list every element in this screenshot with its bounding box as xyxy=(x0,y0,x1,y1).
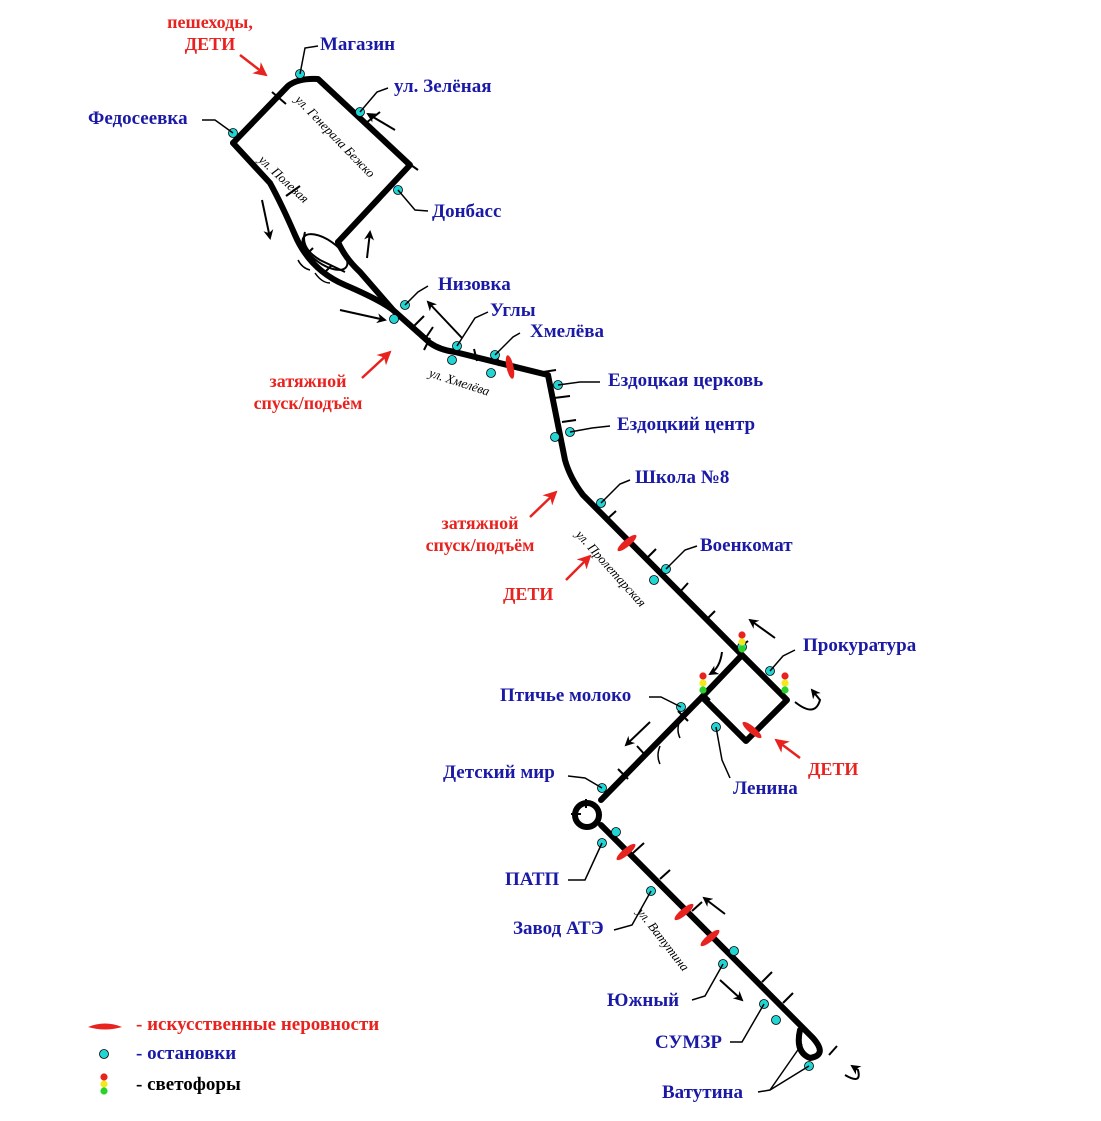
stop-shkola8: Школа №8 xyxy=(635,467,730,488)
speed-hump xyxy=(700,929,720,947)
tick-mark xyxy=(617,768,629,780)
speed-hump xyxy=(617,534,637,552)
speed-humps xyxy=(505,355,762,947)
warning-descent-2: затяжной спуск/подъём xyxy=(410,512,550,556)
traffic-light xyxy=(738,631,746,653)
stop-vatutina: Ватутина xyxy=(662,1082,743,1103)
tick-mark xyxy=(782,992,794,1004)
stop-donbass: Донбасс xyxy=(432,201,502,222)
stop-sumzr: СУМЗР xyxy=(655,1032,722,1053)
tick-mark xyxy=(542,369,557,373)
stop-lenina: Ленина xyxy=(733,778,798,799)
tick-mark xyxy=(636,745,647,757)
stop-ptichye-moloko: Птичье молоко xyxy=(500,685,632,706)
stop-ezdotskiy-tsentr: Ездоцкий центр xyxy=(617,414,756,435)
warning-descent-2-line1: затяжной xyxy=(441,513,519,533)
warning-arrows xyxy=(239,54,801,759)
tick-mark xyxy=(424,326,434,340)
stop-dot xyxy=(486,368,496,378)
intersection-ticks xyxy=(271,91,838,1056)
tick-mark xyxy=(678,582,689,594)
tick-mark xyxy=(561,419,577,423)
tick-mark xyxy=(659,869,671,880)
stop-prokuratura: Прокуратура xyxy=(803,635,917,656)
stop-dot xyxy=(771,1015,781,1025)
route-line xyxy=(230,75,823,1061)
tick-mark xyxy=(705,610,716,621)
stop-magazin: Магазин xyxy=(320,34,396,55)
legend-light-icon xyxy=(100,1073,108,1095)
traffic-lights xyxy=(699,631,789,694)
tick-mark xyxy=(285,185,301,197)
stop-nizovka: Низовка xyxy=(438,274,511,295)
light-green xyxy=(738,645,746,653)
stop-zavod-ate: Завод АТЭ xyxy=(513,918,604,939)
tick-mark xyxy=(412,315,425,328)
legend-stops: - остановки xyxy=(136,1043,237,1064)
stop-dot xyxy=(550,432,560,442)
warning-children-2: ДЕТИ xyxy=(808,759,859,779)
stop-patp: ПАТП xyxy=(505,869,560,890)
traffic-light xyxy=(699,672,707,694)
light-green xyxy=(781,686,789,694)
light-yellow xyxy=(699,679,707,687)
tick-mark xyxy=(604,510,617,522)
warning-pedestrians: пешеходы, ДЕТИ xyxy=(145,11,275,55)
speed-hump xyxy=(742,721,762,739)
legend-humps: - искусственные неровности xyxy=(136,1014,380,1035)
tick-mark xyxy=(761,971,773,983)
warning-descent-2-line2: спуск/подъём xyxy=(425,535,535,555)
traffic-light xyxy=(781,672,789,694)
legend-stop-icon xyxy=(99,1049,109,1059)
light-red xyxy=(738,631,746,639)
tick-mark xyxy=(304,247,314,257)
light-yellow xyxy=(781,679,789,687)
stop-detskiy-mir: Детский мир xyxy=(443,762,555,783)
stop-ugly: Углы xyxy=(490,300,536,321)
tick-mark xyxy=(645,548,657,560)
warning-descent-1-line2: спуск/подъём xyxy=(253,393,363,413)
speed-hump xyxy=(674,903,694,921)
stop-voenkomat: Военкомат xyxy=(700,535,793,556)
stop-dot xyxy=(611,827,621,837)
tick-mark xyxy=(677,710,689,722)
stop-zelenaya: ул. Зелёная xyxy=(394,76,492,97)
light-yellow xyxy=(738,638,746,646)
legend-hump-icon xyxy=(88,1023,122,1030)
stop-dot xyxy=(649,575,659,585)
tick-mark xyxy=(271,91,287,105)
tick-mark xyxy=(778,691,790,703)
warning-pedestrians-line1: пешеходы, xyxy=(167,12,253,32)
tick-mark xyxy=(632,842,645,854)
speed-hump xyxy=(505,355,515,379)
warning-descent-1: затяжной спуск/подъём xyxy=(238,370,378,414)
bracket-marks xyxy=(297,259,681,765)
stop-dot xyxy=(447,355,457,365)
stop-yuzhny: Южный xyxy=(607,990,680,1011)
stop-dot xyxy=(389,314,399,324)
stop-dot xyxy=(729,946,739,956)
stop-ezdotskaya-tserkov: Ездоцкая церковь xyxy=(608,370,764,391)
tick-mark xyxy=(691,901,703,912)
tick-mark xyxy=(828,1045,838,1056)
warning-children-1: ДЕТИ xyxy=(503,584,554,604)
legend-lights: - светофоры xyxy=(136,1074,241,1095)
tick-mark xyxy=(403,159,419,171)
warning-pedestrians-line2: ДЕТИ xyxy=(184,34,236,54)
stop-fedoseevka: Федосеевка xyxy=(88,108,188,129)
light-red xyxy=(699,672,707,680)
tick-mark xyxy=(553,395,571,399)
stop-khmeleva: Хмелёва xyxy=(530,321,604,342)
speed-hump xyxy=(616,843,636,861)
direction-arrows xyxy=(261,112,862,1080)
light-green xyxy=(699,686,707,694)
polevaya-loop-ring xyxy=(301,233,349,271)
label-leaders xyxy=(202,45,810,1093)
tick-mark xyxy=(423,337,431,351)
tick-mark xyxy=(322,265,332,275)
light-red xyxy=(781,672,789,680)
tick-mark xyxy=(473,348,478,362)
warning-descent-1-line1: затяжной xyxy=(269,371,347,391)
